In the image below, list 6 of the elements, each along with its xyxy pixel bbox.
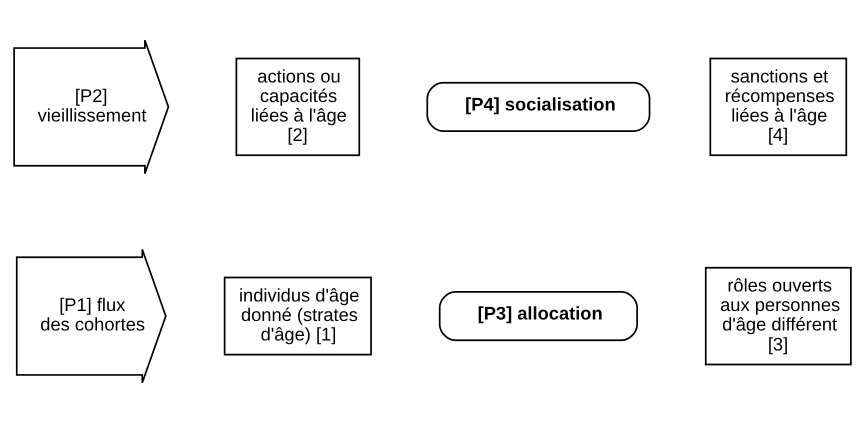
node-box: [P3] allocation <box>438 290 638 341</box>
node-box: rôles ouverts aux personnes d'âge différent [3] <box>704 266 852 365</box>
node-box: actions ou capacités liées à l'âge [2] <box>236 57 360 156</box>
node-box: sanctions et récompenses liées à l'âge [4] <box>709 57 848 156</box>
node-box: individus d'âge donné (strates d'âge) [1] <box>224 276 372 356</box>
node-box: [P4] socialisation <box>426 81 650 132</box>
